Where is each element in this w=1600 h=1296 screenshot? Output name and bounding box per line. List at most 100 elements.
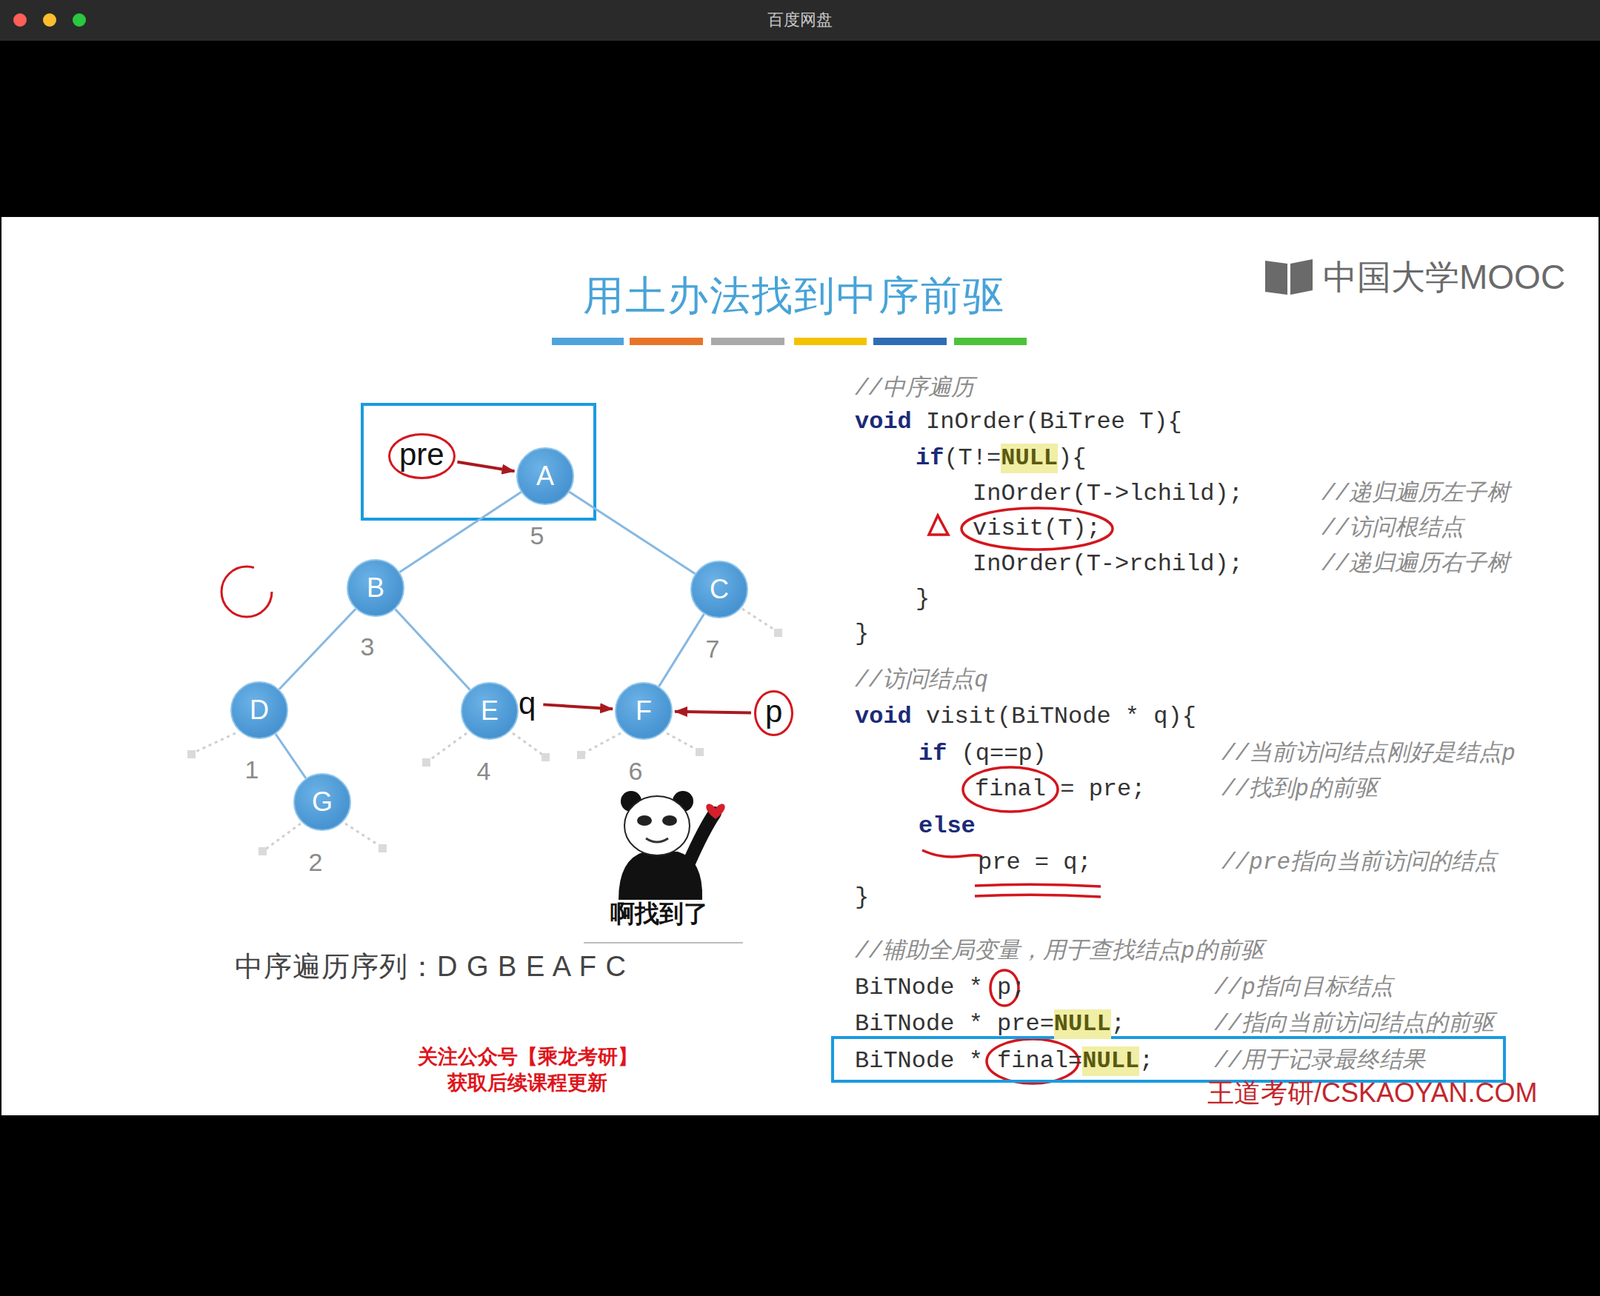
null-squares [187, 628, 783, 856]
highlight-box [832, 1037, 1505, 1082]
decoration-shape [974, 884, 1101, 887]
code-token: } [854, 619, 869, 649]
code-line: } [915, 584, 930, 615]
decoration-shape [742, 608, 777, 632]
mooc-logo-icon [1265, 259, 1313, 295]
code-line: //访问根结点 [1321, 514, 1464, 544]
node-text: p [765, 694, 783, 730]
code-line: //找到p的前驱 [1221, 774, 1378, 805]
code-line: //辅助全局变量，用于查找结点p的前驱 [854, 937, 1264, 967]
code-token: InOrder(T->rchild); [972, 549, 1243, 580]
decoration-shape [922, 850, 982, 860]
callout-number: 3 [360, 632, 375, 662]
node-text: q [518, 685, 536, 722]
decoration-shape [695, 748, 704, 757]
code-comment: //中序遍历 [854, 374, 975, 404]
decoration-shape [974, 894, 1101, 898]
tree-edge [400, 491, 522, 572]
code-token: BiTNode * p; [854, 973, 1026, 1003]
code-token: InOrder(T->lchild); [972, 479, 1243, 509]
decoration-shape [774, 628, 783, 638]
node-text: G [311, 786, 333, 818]
tree-node: C [690, 560, 749, 619]
slide-title: 用土办法找到中序前驱 [582, 268, 1006, 324]
code-line: voidvisit(BiTNode * q){ [854, 702, 1197, 732]
tree-node: D [230, 681, 289, 740]
node-text: F [635, 695, 652, 727]
code-line: } [854, 882, 869, 913]
code-token: NULL [1000, 443, 1058, 474]
code-line: visit(T); [972, 514, 1101, 544]
decoration-shape [194, 733, 236, 753]
code-line: //中序遍历 [854, 374, 975, 404]
window-title: 百度网盘 [767, 8, 833, 32]
decoration-shape [794, 337, 867, 346]
decoration-shape [512, 733, 544, 756]
code-line: //递归遍历左子树 [1321, 479, 1510, 509]
code-keyword: void [854, 407, 912, 438]
code-line: //pre指向当前访问的结点 [1221, 848, 1498, 878]
code-token: ; [1139, 1046, 1154, 1077]
code-token: } [915, 584, 930, 615]
code-token: } [854, 882, 869, 913]
callout-number: 2 [308, 848, 323, 878]
code-comment: //递归遍历左子树 [1321, 479, 1510, 509]
tree-node: E [460, 682, 519, 740]
code-line: //指向当前访问结点的前驱 [1214, 1009, 1495, 1040]
null-stubs [194, 608, 777, 850]
code-comment: //递归遍历右子树 [1321, 549, 1510, 580]
decoration-shape [541, 753, 550, 762]
decoration-shape [873, 337, 947, 346]
code-token: NULL [1082, 1046, 1140, 1077]
code-comment: //指向当前访问结点的前驱 [1214, 1009, 1495, 1040]
code-comment: //找到p的前驱 [1221, 774, 1378, 805]
code-token: BiTNode * pre= [854, 1009, 1055, 1040]
decoration-shape [961, 508, 1113, 550]
decoration-shape [378, 844, 387, 853]
decoration-shape [624, 796, 690, 856]
pointer-arrow [457, 462, 515, 472]
tree-edge [569, 491, 696, 574]
pointer-label: p [754, 690, 794, 737]
code-token: visit(BiTNode * q){ [925, 702, 1197, 732]
decoration-shape [637, 815, 652, 826]
code-comment: //用于记录最终结果 [1214, 1046, 1426, 1077]
decoration-shape [422, 758, 431, 767]
decoration-shape [645, 838, 669, 843]
code-token: ; [1111, 1009, 1126, 1040]
tree-edge [275, 734, 306, 779]
code-line: } [854, 619, 869, 649]
decoration-shape [345, 823, 381, 847]
decoration-shape [551, 337, 624, 346]
tree-node: F [614, 682, 673, 740]
code-line: if(q==p) [918, 739, 1047, 769]
zoom-button [72, 13, 86, 27]
callout-number: 4 [477, 757, 492, 786]
code-comment: //访问结点q [854, 665, 989, 696]
decoration-shape [583, 942, 743, 944]
code-keyword: else [918, 811, 976, 842]
decoration-shape [662, 815, 678, 826]
window-titlebar [0, 0, 1600, 41]
decoration-shape [583, 733, 621, 754]
code-token: (T!= [943, 443, 1001, 474]
code-line: BiTNode * pre=NULL; [854, 1009, 1126, 1040]
node-text: A [536, 460, 555, 492]
code-comment: //辅助全局变量，用于查找结点p的前驱 [854, 937, 1264, 967]
code-comment: //pre指向当前访问的结点 [1221, 848, 1498, 878]
code-token: NULL [1054, 1009, 1112, 1040]
promo-text: 关注公众号【乘龙考研】 [417, 1043, 638, 1071]
code-line: //递归遍历右子树 [1321, 549, 1510, 580]
callout-number: 1 [245, 755, 260, 785]
decoration-shape [688, 813, 715, 863]
code-keyword: if [915, 443, 944, 474]
promo-text: 获取后续课程更新 [447, 1069, 608, 1097]
node-text: B [366, 572, 385, 604]
sticker-caption: 啊找到了 [610, 897, 709, 932]
code-line: if(T!=NULL){ [915, 443, 1086, 474]
panda-sticker [583, 791, 743, 943]
code-token: InOrder(BiTree T){ [925, 407, 1183, 438]
tree-edge [279, 608, 356, 689]
code-token: BiTNode * final= [854, 1046, 1083, 1077]
close-button [13, 13, 27, 27]
